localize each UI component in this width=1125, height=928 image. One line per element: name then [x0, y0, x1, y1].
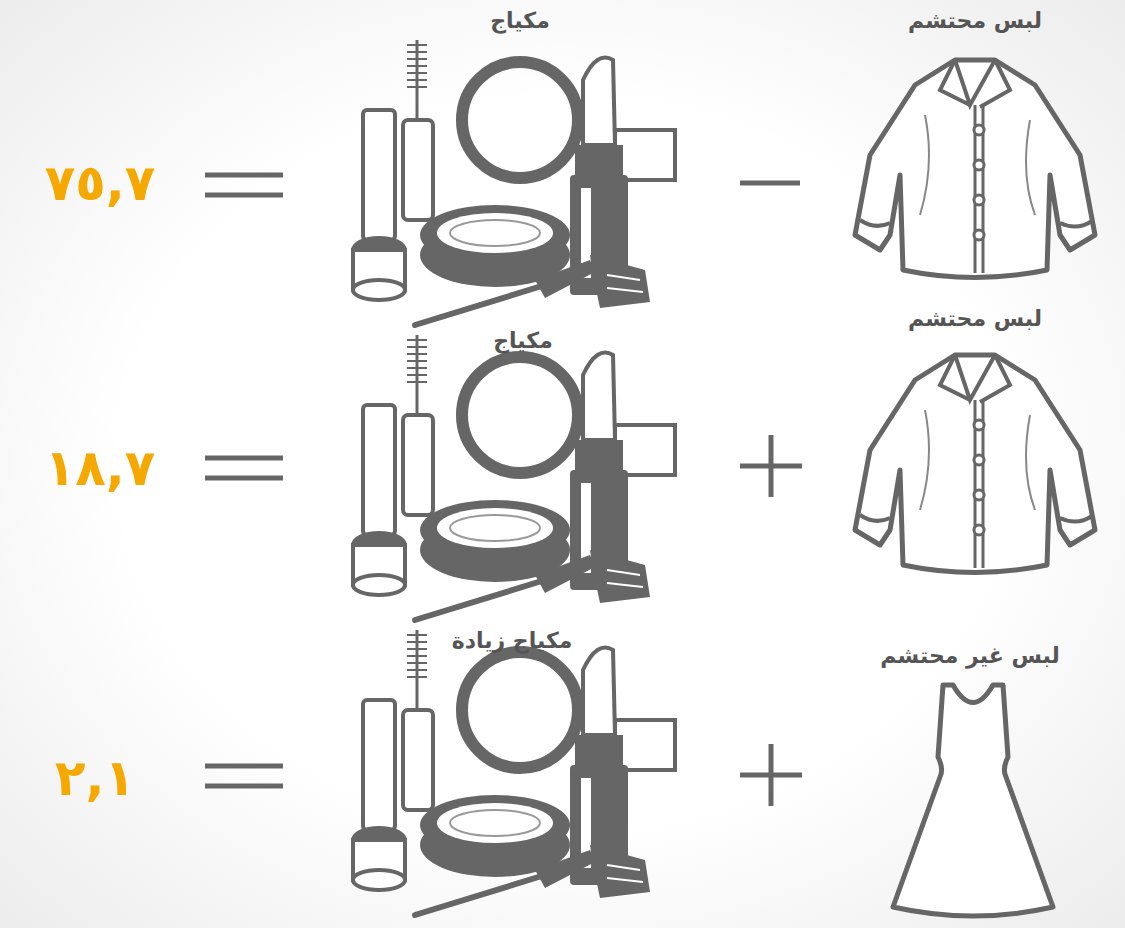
equals-sign: [205, 458, 283, 478]
equals-sign: [205, 766, 283, 786]
icon-label: مكياج زيادة: [452, 628, 573, 653]
icon-label: لبس محتشم: [908, 8, 1042, 33]
minus-sign: [740, 183, 800, 184]
result-number: ١٨,٧: [45, 439, 156, 497]
plus-sign: [740, 744, 802, 806]
equals-sign: [205, 175, 283, 195]
makeup-icon: [351, 630, 675, 915]
makeup-icon: [351, 335, 675, 620]
dress-icon: [893, 685, 1053, 916]
result-number: ٧٥,٧: [45, 154, 156, 212]
plus-sign: [740, 435, 802, 497]
shirt-icon: [855, 355, 1095, 573]
icon-label: مكياج: [490, 8, 550, 33]
icon-label: مكياج: [493, 328, 553, 353]
makeup-icon: [351, 40, 675, 325]
icon-label: لبس محتشم: [908, 306, 1042, 331]
shirt-icon: [855, 60, 1095, 278]
icon-label: لبس غير محتشم: [880, 643, 1059, 668]
result-number: ٢,١: [55, 749, 135, 807]
